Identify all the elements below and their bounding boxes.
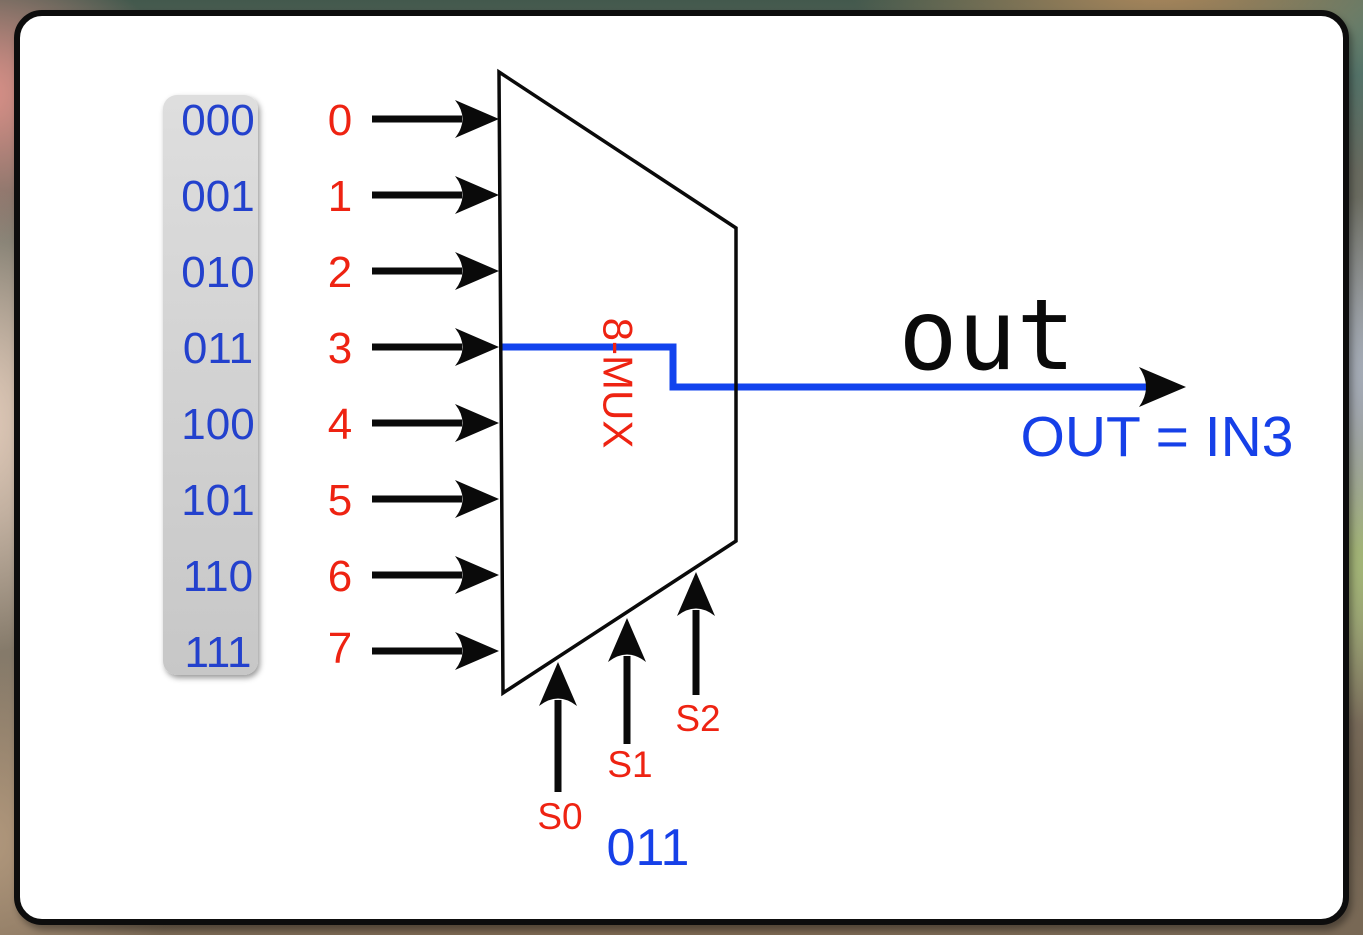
input-label-0: 0	[328, 96, 352, 145]
input-arrow-2	[372, 252, 499, 290]
mux-label: 8-MUX	[595, 318, 642, 449]
select-value: 011	[607, 819, 690, 877]
select-arrow-s1	[608, 618, 646, 744]
input-arrows	[372, 100, 499, 670]
select-arrows	[539, 572, 715, 792]
code-panel	[163, 95, 258, 675]
input-arrow-0	[372, 100, 499, 138]
input-label-5: 5	[328, 476, 352, 525]
code-item-011[interactable]: 011	[183, 324, 253, 373]
input-label-4: 4	[328, 400, 352, 449]
code-item-000[interactable]: 000	[181, 96, 254, 145]
input-labels: 0 1 2 3 4 5 6 7	[328, 96, 352, 673]
code-item-100[interactable]: 100	[181, 400, 254, 449]
select-label-s1: S1	[607, 744, 652, 785]
output-arrowhead	[1139, 367, 1186, 407]
mux-body	[497, 68, 738, 697]
input-label-3: 3	[328, 324, 352, 373]
input-arrow-3	[372, 328, 499, 366]
code-item-001[interactable]: 001	[181, 172, 254, 221]
code-item-010[interactable]: 010	[181, 248, 254, 297]
select-label-s2: S2	[675, 698, 720, 739]
input-arrow-7	[372, 632, 499, 670]
input-label-1: 1	[328, 172, 352, 221]
input-arrow-1	[372, 176, 499, 214]
input-arrow-5	[372, 480, 499, 518]
mux-diagram: 000 001 010 011 100 101 110 111 8-MUX 0 …	[163, 68, 1294, 877]
diagram-card: 000 001 010 011 100 101 110 111 8-MUX 0 …	[14, 10, 1349, 925]
input-arrow-4	[372, 404, 499, 442]
input-label-2: 2	[328, 248, 352, 297]
code-item-110[interactable]: 110	[183, 552, 253, 601]
select-arrow-s2	[677, 572, 715, 695]
code-panel-labels: 000 001 010 011 100 101 110 111	[181, 96, 254, 677]
input-label-6: 6	[328, 552, 352, 601]
output-equation: OUT = IN3	[1021, 405, 1294, 469]
select-labels: S0 S1 S2	[537, 698, 720, 837]
selected-signal-wire	[501, 343, 1151, 391]
select-label-s0: S0	[537, 796, 582, 837]
input-label-7: 7	[328, 624, 352, 673]
code-item-101[interactable]: 101	[181, 476, 254, 525]
input-arrow-6	[372, 556, 499, 594]
select-arrow-s0	[539, 662, 577, 792]
code-item-111[interactable]: 111	[185, 628, 252, 677]
output-wire-label: out	[898, 279, 1075, 393]
